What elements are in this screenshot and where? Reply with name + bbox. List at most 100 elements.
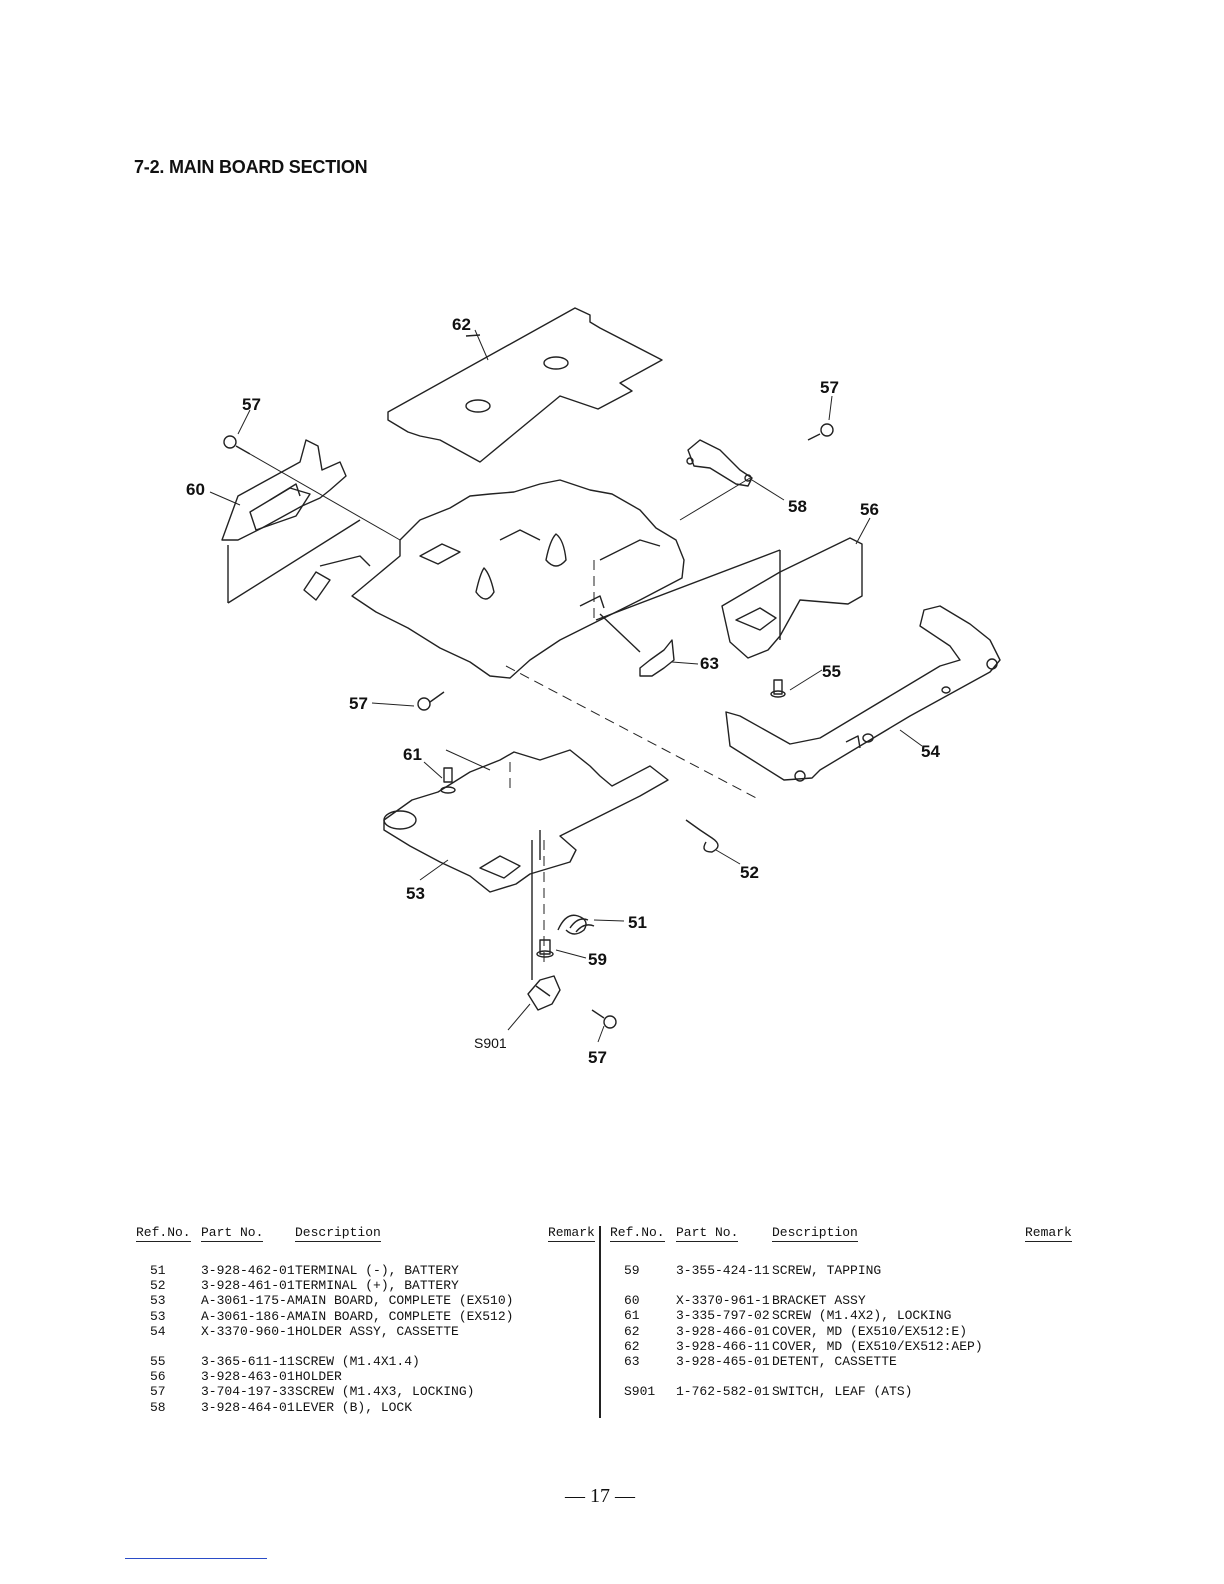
part-no-cell: X-3370-960-1 — [201, 1323, 295, 1339]
part-no-cell: 3-365-611-11 — [201, 1353, 295, 1369]
part-59-screw — [536, 939, 554, 958]
header-ref-no: Ref.No. — [610, 1225, 665, 1243]
ref-cell: 54 — [150, 1323, 166, 1339]
callout-54: 54 — [921, 742, 940, 761]
table-divider — [599, 1226, 601, 1418]
header-remark: Remark — [548, 1225, 595, 1243]
callout-58: 58 — [788, 497, 807, 516]
part-no-cell: 3-335-797-02 — [676, 1308, 770, 1324]
ref-cell: 62 — [624, 1323, 640, 1339]
main-chassis — [303, 479, 685, 679]
part-61-screw — [440, 767, 456, 794]
description-cell: SCREW (M1.4X3, LOCKING) — [295, 1384, 475, 1400]
callout-53: 53 — [406, 884, 425, 903]
part-55-screw — [770, 679, 786, 698]
table-header: Ref.No. Part No. Description Remark — [136, 1225, 596, 1249]
description-cell: SCREW, TAPPING — [772, 1263, 882, 1278]
part-no-cell: 3-928-463-01 — [201, 1369, 295, 1385]
callout-56: 56 — [860, 500, 879, 519]
page-number: — 17 — — [565, 1485, 635, 1507]
description-cell: DETENT, CASSETTE — [772, 1353, 897, 1369]
ref-cell: 62 — [624, 1338, 640, 1354]
callout-52: 52 — [740, 863, 759, 882]
ref-cell: 55 — [150, 1353, 166, 1369]
ref-cell: 60 — [624, 1293, 640, 1309]
callout-57-b: 57 — [820, 378, 839, 397]
part-63-detent — [599, 613, 675, 677]
part-s901-switch — [527, 840, 561, 1011]
callout-59: 59 — [588, 950, 607, 969]
description-cell: MAIN BOARD, COMPLETE (EX510) — [295, 1293, 514, 1309]
ref-cell: 56 — [150, 1369, 166, 1385]
part-no-cell: X-3370-961-1 — [676, 1293, 770, 1309]
table-header: Ref.No. Part No. Description Remark — [610, 1225, 1080, 1249]
part-53-main-board — [383, 749, 669, 893]
part-no-cell: 3-704-197-33 — [201, 1384, 295, 1400]
ref-cell: 58 — [150, 1399, 166, 1415]
description-cell: COVER, MD (EX510/EX512:E) — [772, 1323, 968, 1339]
ref-cell: 52 — [150, 1278, 166, 1294]
page-title: 7-2. MAIN BOARD SECTION — [134, 157, 368, 177]
description-cell: LEVER (B), LOCK — [295, 1399, 413, 1415]
description-cell: MAIN BOARD, COMPLETE (EX512) — [295, 1308, 514, 1324]
description-cell: COVER, MD (EX510/EX512:AEP) — [772, 1338, 983, 1354]
part-52-terminal — [685, 819, 719, 853]
callout-57-d: 57 — [588, 1048, 607, 1067]
ref-cell: 57 — [150, 1384, 166, 1400]
description-cell: TERMINAL (-), BATTERY — [295, 1263, 459, 1278]
part-56-holder — [595, 537, 863, 659]
part-no-cell: 1-762-582-01 — [676, 1384, 770, 1400]
part-no-cell: A-3061-186-A — [201, 1308, 295, 1324]
callout-s901: S901 — [474, 1035, 507, 1051]
callout-63: 63 — [700, 654, 719, 673]
part-no-cell: 3-928-464-01 — [201, 1399, 295, 1415]
header-description: Description — [295, 1225, 381, 1243]
part-51-spring — [557, 914, 595, 935]
callout-55: 55 — [822, 662, 841, 681]
part-no-cell: 3-928-466-01 — [676, 1323, 770, 1339]
callout-51: 51 — [628, 913, 647, 932]
ref-cell: 53 — [150, 1293, 166, 1309]
part-58-lever — [686, 439, 753, 487]
ref-cell: 63 — [624, 1353, 640, 1369]
part-no-cell: 3-928-461-01 — [201, 1278, 295, 1294]
description-cell: SCREW (M1.4X1.4) — [295, 1353, 420, 1369]
ref-cell: 51 — [150, 1263, 166, 1278]
part-no-cell: 3-355-424-11 — [676, 1263, 770, 1278]
part-62-cover — [387, 307, 663, 463]
callout-60: 60 — [186, 480, 205, 499]
footer-rule — [125, 1558, 267, 1559]
callout-61: 61 — [403, 745, 422, 764]
callout-62: 62 — [452, 315, 471, 334]
header-remark: Remark — [1025, 1225, 1072, 1243]
description-cell: TERMINAL (+), BATTERY — [295, 1278, 459, 1294]
ref-cell: 53 — [150, 1308, 166, 1324]
description-cell: SWITCH, LEAF (ATS) — [772, 1384, 913, 1400]
ref-cell: 61 — [624, 1308, 640, 1324]
part-no-cell: 3-928-466-11 — [676, 1338, 770, 1354]
part-54-holder-assy — [725, 605, 1001, 782]
description-cell: BRACKET ASSY — [772, 1293, 866, 1309]
screws-57 — [223, 423, 834, 1029]
callout-57-a: 57 — [242, 395, 261, 414]
callout-57-c: 57 — [349, 694, 368, 713]
